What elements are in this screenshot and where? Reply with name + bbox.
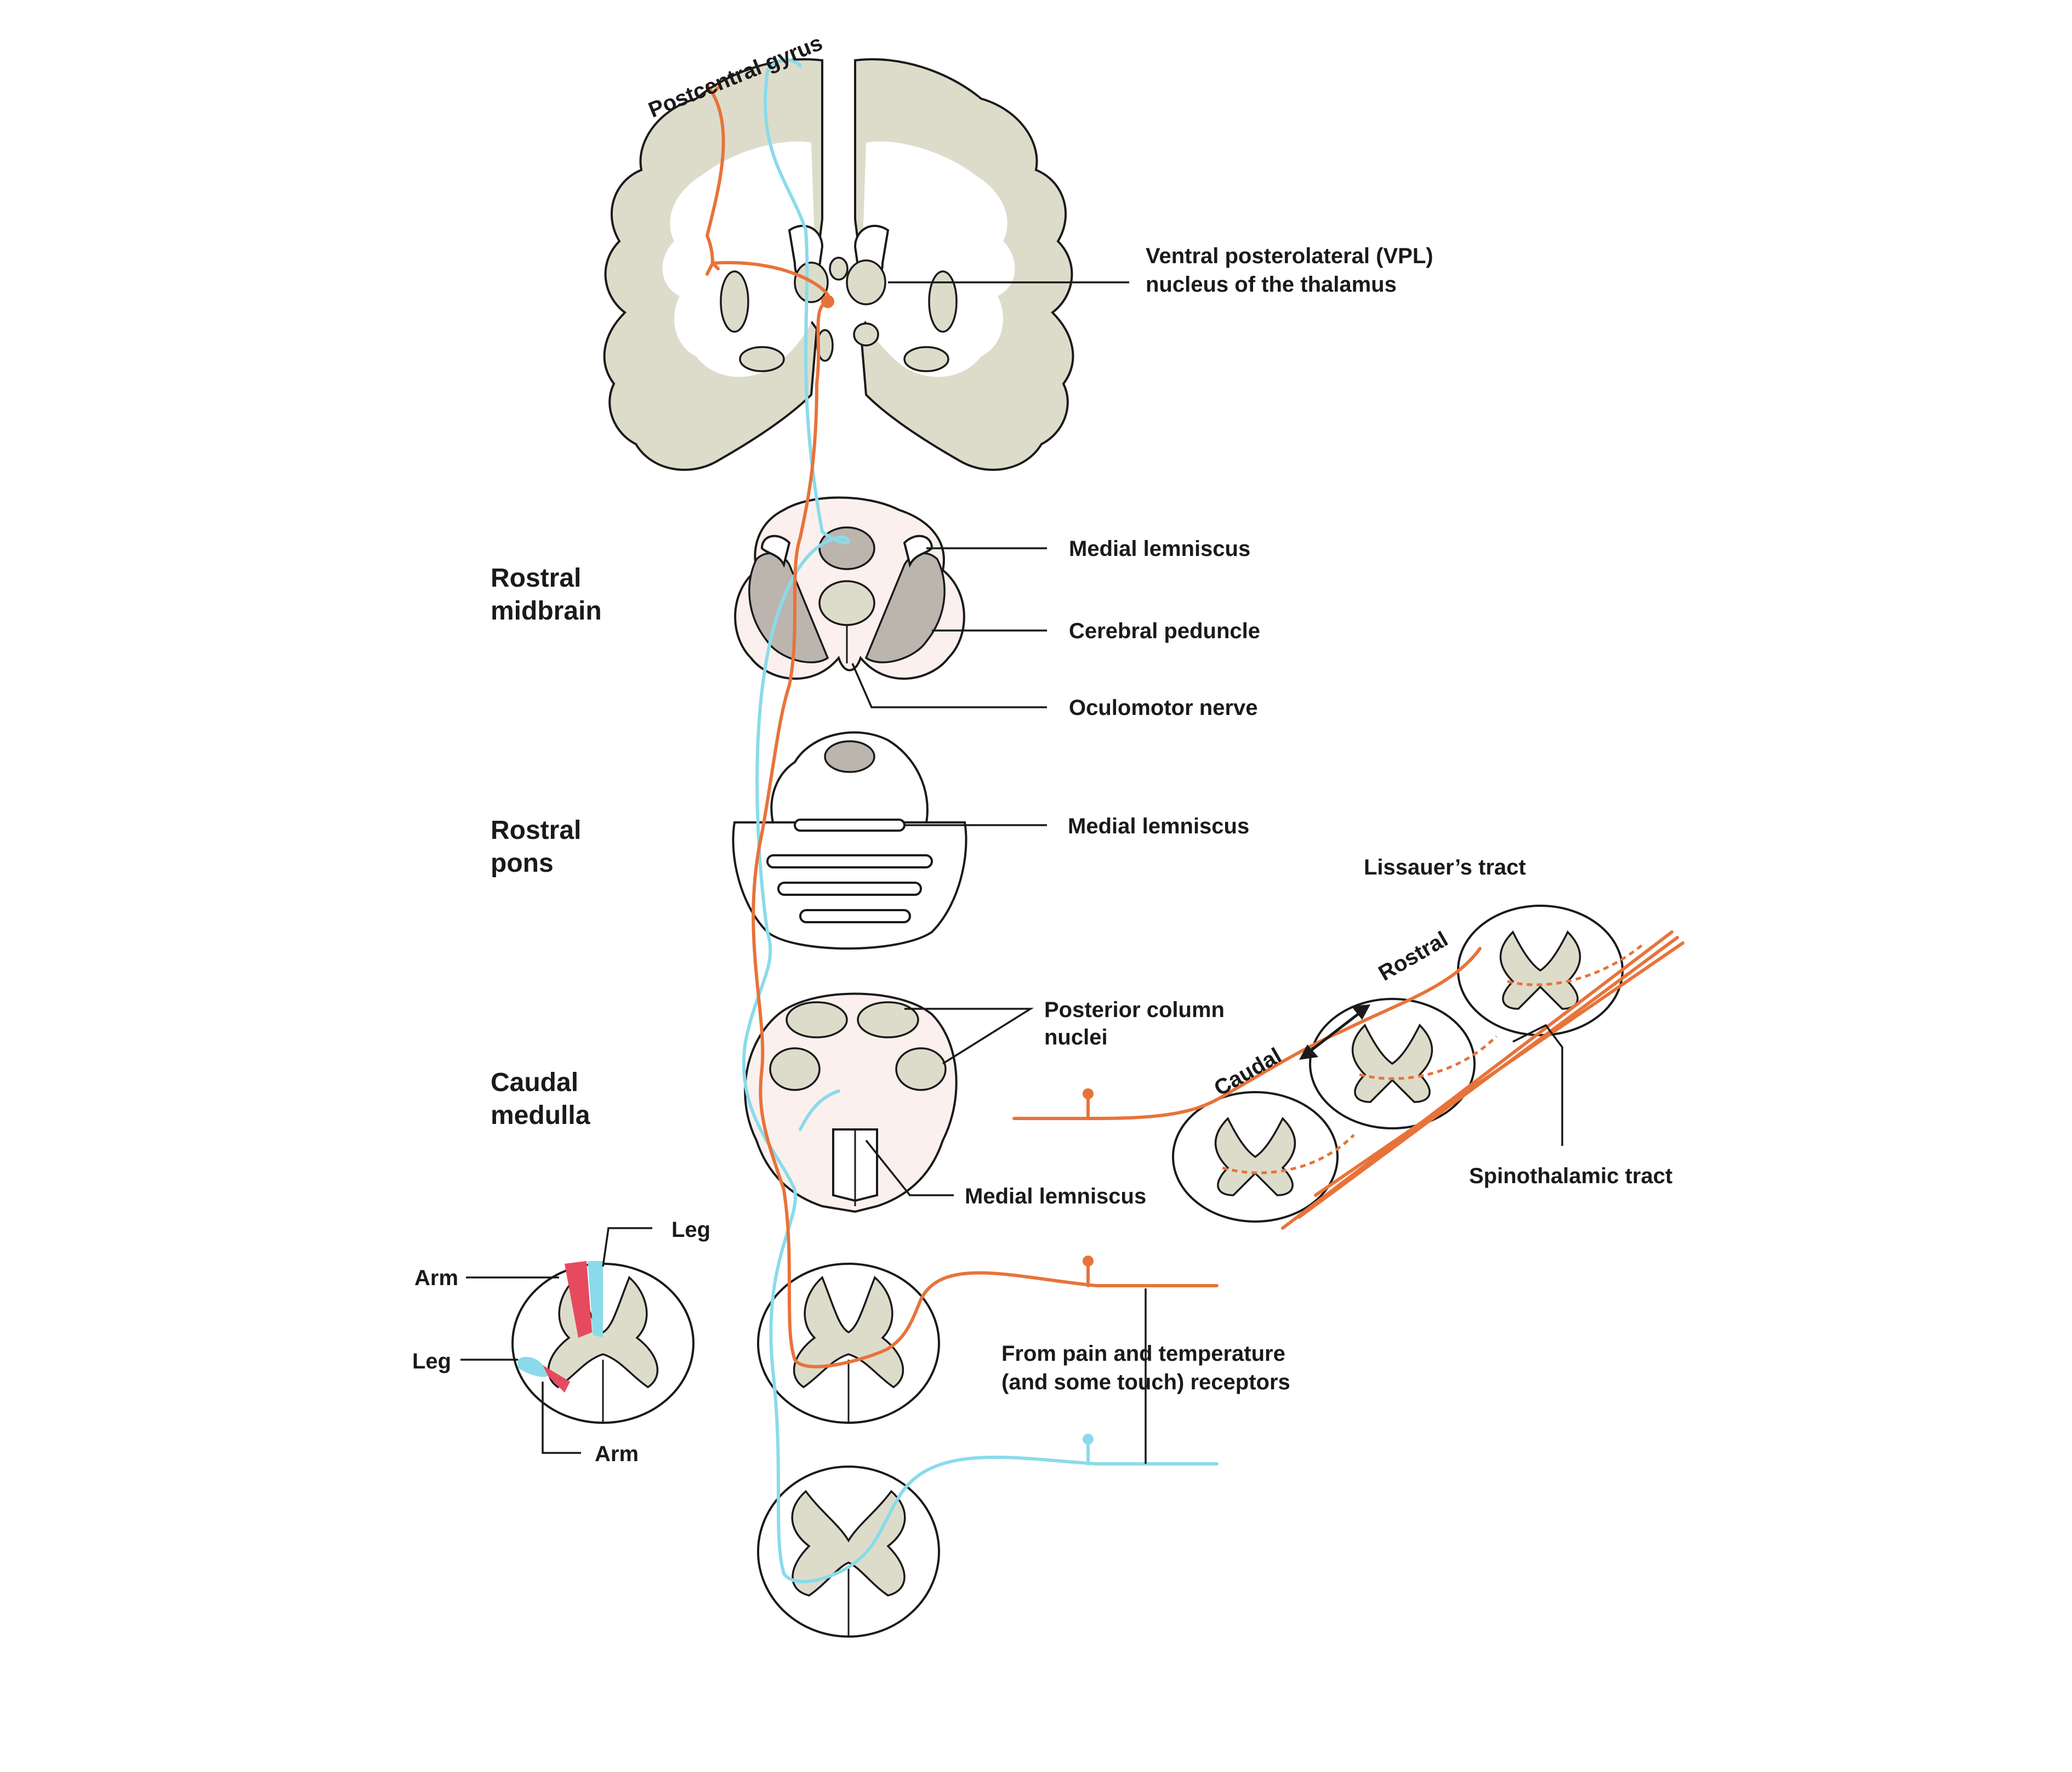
label-inset-arm-top: Arm (414, 1266, 458, 1290)
spinothalamic-fiber-3 (1314, 941, 1684, 1197)
leader-spinothalamic (1512, 1024, 1563, 1146)
spinothalamic-fiber-1 (1281, 930, 1673, 1230)
left-white-matter (662, 141, 817, 377)
orange-cortex-branch (705, 83, 720, 95)
lissauer-input-receptor-dot (1083, 1088, 1094, 1099)
rostral-midbrain-section (734, 496, 965, 680)
level-pons-line2: pons (491, 849, 554, 878)
brain-coronal-section (603, 58, 1074, 471)
level-pons-line1: Rostral (491, 816, 581, 845)
left-basal-ganglia (720, 270, 749, 333)
inset-arm-region-lateral (543, 1365, 570, 1393)
label-vpl-line1: Ventral posterolateral (VPL) (1146, 244, 1433, 268)
label-spinothalamic-tract: Spinothalamic tract (1469, 1164, 1672, 1188)
label-receptors-line2: (and some touch) receptors (1001, 1370, 1290, 1394)
posterior-column-pathway (742, 58, 1219, 1583)
segment-middle (1309, 998, 1476, 1129)
lissauer-input-fiber (1012, 947, 1482, 1120)
crossing-dotted-1 (1222, 1134, 1355, 1174)
segment-caudal (1172, 1091, 1339, 1223)
pons-medial-lemniscus-band (794, 819, 906, 832)
orange-thalamic-branch-left (705, 262, 720, 276)
label-medial-lemniscus-medulla: Medial lemniscus (965, 1184, 1146, 1208)
midbrain-left-tract (760, 535, 791, 568)
pons-fiber-3 (799, 909, 911, 923)
blue-medulla-branch (799, 1089, 840, 1131)
arrowhead-caudal (1299, 1044, 1318, 1060)
pons-tegmentum (770, 731, 929, 823)
cuneate-nucleus-right (895, 1047, 947, 1091)
inset-leg-region-lateral (518, 1356, 548, 1377)
leader-medulla-lemniscus (865, 1139, 954, 1196)
pons-fiber-2 (777, 882, 922, 896)
spinothalamic-pathway (705, 92, 1219, 1368)
leader-posterior-column (904, 1008, 1034, 1065)
label-rostral-arrow: Rostral (1375, 927, 1452, 986)
label-inset-leg-top: Leg (671, 1218, 710, 1242)
left-hippocampus (739, 346, 785, 372)
leader-lines (460, 281, 1563, 1464)
gracile-nucleus-right (857, 1001, 919, 1038)
segment-middle-grey (1351, 1024, 1433, 1103)
inset-leg-region-posterior (588, 1261, 603, 1338)
orange-receptor-dot (1083, 1256, 1094, 1266)
right-hippocampus (903, 346, 949, 372)
midbrain-substantia (818, 580, 875, 626)
blue-receptor-dot (1083, 1434, 1094, 1445)
level-medulla-line1: Caudal (491, 1068, 578, 1097)
arrowhead-rostral (1351, 1004, 1370, 1020)
rostral-caudal-arrow (1299, 1004, 1370, 1060)
right-basal-ganglia (928, 270, 958, 333)
label-oculomotor-nerve: Oculomotor nerve (1069, 696, 1258, 720)
caudal-medulla-section (744, 992, 958, 1213)
leader-inset-leg-top (602, 1227, 652, 1267)
label-inset-arm-bottom: Arm (595, 1442, 639, 1466)
label-cerebral-peduncle: Cerebral peduncle (1069, 619, 1260, 643)
midline-structure (829, 257, 849, 281)
gracile-nucleus-left (785, 1001, 848, 1038)
crossing-dotted-3 (1507, 942, 1646, 986)
segment-rostral-grey (1499, 930, 1581, 1010)
label-posterior-column-line2: nuclei (1044, 1025, 1108, 1049)
segment-caudal-grey (1214, 1117, 1296, 1196)
label-receptors-line1: From pain and temperature (1001, 1342, 1285, 1366)
lumbar-grey-matter (791, 1490, 906, 1597)
right-thalamus-vpl (846, 259, 886, 305)
right-subthalamic (853, 322, 879, 347)
label-posterior-column-line1: Posterior column (1044, 998, 1225, 1022)
cervical-grey-matter (793, 1276, 904, 1389)
label-lissauers-tract: Lissauer’s tract (1364, 855, 1526, 879)
somatotopy-inset-cord (511, 1261, 695, 1424)
pons-fiber-1 (766, 854, 933, 868)
label-inset-leg-side: Leg (412, 1349, 451, 1373)
level-medulla-line2: medulla (491, 1101, 590, 1130)
leader-oculomotor (851, 663, 1047, 708)
right-white-matter (861, 141, 1015, 377)
lissauer-segments (1012, 905, 1684, 1230)
cuneate-nucleus-left (769, 1047, 821, 1091)
lumbar-spinal-cord-section (757, 1466, 940, 1638)
label-medial-lemniscus-midbrain: Medial lemniscus (1069, 537, 1250, 561)
label-medial-lemniscus-pons: Medial lemniscus (1068, 814, 1249, 838)
leader-inset-arm-bottom (542, 1382, 581, 1454)
pons-fourth-ventricle (824, 740, 875, 773)
crossing-dotted-2 (1359, 1035, 1498, 1080)
level-midbrain-line1: Rostral (491, 564, 581, 593)
inset-arm-region-posterior (565, 1261, 592, 1338)
label-vpl-line2: nucleus of the thalamus (1146, 272, 1397, 297)
rostral-pons-section (732, 731, 967, 950)
level-midbrain-line2: midbrain (491, 597, 602, 626)
cervical-spinal-cord-section (757, 1263, 940, 1424)
vpl-terminal-dot (821, 295, 834, 308)
